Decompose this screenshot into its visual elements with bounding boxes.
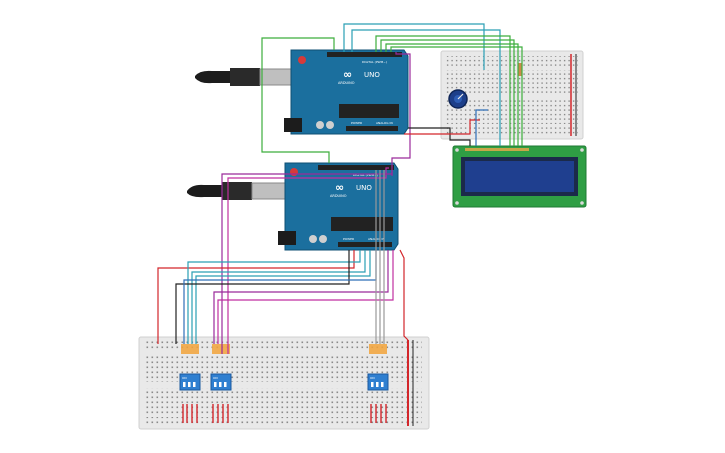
wire-purple-2[interactable] bbox=[213, 250, 389, 344]
power-header-label: POWER bbox=[343, 237, 354, 241]
arduino-uno-bottom[interactable]: ∞ UNO ARDUINO DIGITAL (PWM~) POWER ANALO… bbox=[187, 162, 399, 251]
lcd-screen bbox=[465, 161, 574, 192]
large-breadboard[interactable]: ON ON ON bbox=[138, 336, 430, 430]
power-jack bbox=[284, 118, 302, 132]
wire-purple-link[interactable] bbox=[391, 52, 411, 176]
wire-teal-5[interactable] bbox=[195, 250, 371, 344]
analog-header bbox=[346, 126, 398, 131]
lcd-display[interactable] bbox=[452, 145, 587, 208]
arduino-uno-top[interactable]: ∞ UNO ARDUINO DIGITAL (PWM~) POWER ANALO… bbox=[195, 49, 409, 135]
potentiometer[interactable] bbox=[448, 89, 468, 109]
digital-header bbox=[327, 52, 402, 57]
lcd-pin-header bbox=[465, 148, 529, 151]
wire-teal-2[interactable] bbox=[351, 29, 501, 146]
board-model-label: UNO bbox=[364, 71, 380, 79]
arduino-logo: ∞ bbox=[335, 181, 344, 194]
power-header-label: POWER bbox=[351, 121, 362, 125]
wire-green-3[interactable] bbox=[385, 43, 519, 146]
atmega-chip bbox=[339, 104, 399, 118]
analog-header-label: ANALOG IN bbox=[376, 121, 393, 125]
resistor-group-2[interactable] bbox=[212, 344, 230, 354]
wire-purple-1[interactable] bbox=[221, 170, 393, 354]
wire-teal-4[interactable] bbox=[191, 250, 366, 344]
wire-green-1[interactable] bbox=[375, 35, 511, 146]
wire-magenta-1[interactable] bbox=[227, 167, 389, 354]
wire-green-4[interactable] bbox=[390, 46, 523, 146]
wire-magenta-2[interactable] bbox=[217, 250, 394, 344]
resistor-group-1[interactable] bbox=[181, 344, 199, 354]
usb-cable-bottom bbox=[187, 184, 222, 198]
wire-black-lcd[interactable] bbox=[408, 127, 471, 146]
dip-switch-3[interactable]: ON bbox=[367, 373, 389, 391]
usb-cable-top bbox=[195, 70, 230, 84]
reset-button-bottom[interactable] bbox=[290, 168, 298, 176]
dip-switch-label: ON bbox=[370, 376, 375, 380]
wire-black-gnd[interactable] bbox=[175, 250, 350, 344]
digital-header-label: DIGITAL (PWM~) bbox=[362, 60, 387, 64]
wires bbox=[157, 23, 523, 354]
wire-teal-3[interactable] bbox=[187, 250, 361, 344]
resistor[interactable] bbox=[518, 63, 522, 76]
wire-blue-lcd[interactable] bbox=[475, 109, 488, 146]
dip-switch-1[interactable]: ON bbox=[179, 373, 201, 391]
digital-header-label: DIGITAL (PWM~) bbox=[353, 173, 378, 177]
dip-switch-label: ON bbox=[182, 376, 187, 380]
board-brand-label: ARDUINO bbox=[330, 194, 347, 198]
board-brand-label: ARDUINO bbox=[338, 81, 355, 85]
resistor-group-3[interactable] bbox=[369, 344, 387, 354]
reset-button[interactable] bbox=[298, 56, 306, 64]
arduino-logo: ∞ bbox=[343, 68, 352, 81]
wire-red-5v[interactable] bbox=[157, 250, 355, 344]
wire-blue-1[interactable] bbox=[183, 250, 377, 344]
dip-switch-label: ON bbox=[213, 376, 218, 380]
wire-green-loop[interactable] bbox=[261, 37, 335, 163]
wire-green-2[interactable] bbox=[380, 39, 515, 146]
wire-red-rail[interactable] bbox=[399, 249, 409, 341]
wire-red-lcd[interactable] bbox=[404, 119, 480, 135]
board-model-label: UNO bbox=[356, 184, 372, 192]
dip-switch-2[interactable]: ON bbox=[210, 373, 232, 391]
